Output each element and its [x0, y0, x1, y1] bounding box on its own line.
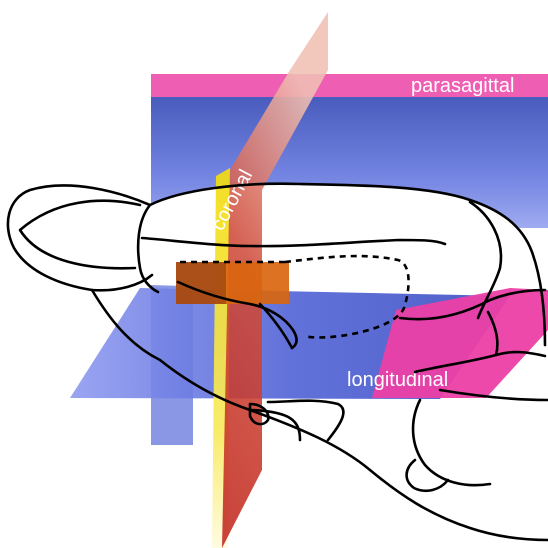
- longitudinal-label: longitudinal: [347, 369, 448, 391]
- longitudinal-plane: longitudinal: [70, 288, 548, 399]
- pons-outline: [413, 400, 490, 485]
- parasagittal-label: parasagittal: [411, 75, 514, 97]
- olfactory-bulb-outline: [8, 185, 152, 290]
- region-highlight: [176, 262, 289, 304]
- olfactory-bulb-inner: [20, 201, 140, 269]
- pons-inner: [407, 460, 448, 491]
